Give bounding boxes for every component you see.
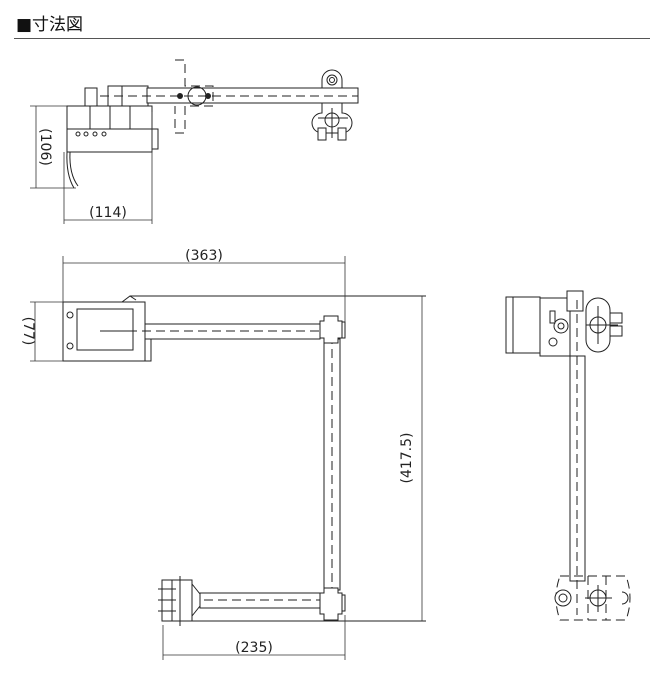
dim-417-5: (417.5) xyxy=(399,432,415,483)
dim-77: (77) xyxy=(20,317,36,346)
top-view xyxy=(30,59,359,224)
title-divider xyxy=(14,38,650,39)
dim-106: (106) xyxy=(37,128,53,166)
side-view xyxy=(505,290,631,621)
page-title: ■寸法図 xyxy=(16,15,84,35)
front-view xyxy=(30,256,426,660)
dim-114: (114) xyxy=(89,205,127,221)
dim-235: (235) xyxy=(235,640,273,656)
dim-363: (363) xyxy=(185,248,223,264)
